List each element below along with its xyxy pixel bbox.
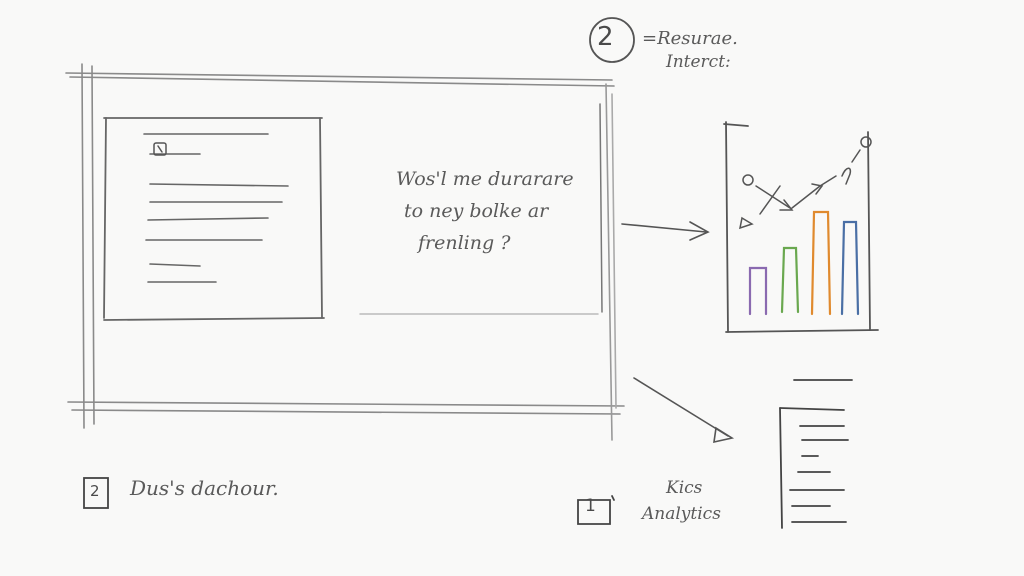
dashboard-label: Dus's dachour. xyxy=(130,476,279,500)
legend-top-line-1: =Resurae. xyxy=(642,28,738,49)
chart-frame xyxy=(723,121,879,333)
legend-top-line-2: Interct: xyxy=(666,52,731,72)
dashboard-frame xyxy=(65,63,625,441)
badge-kpi-number: 1 xyxy=(585,496,596,516)
arrow-to-kpi xyxy=(633,377,735,444)
question-line-2: to ney bolke ar xyxy=(404,200,549,222)
badge-top-number: 2 xyxy=(597,22,614,52)
badge-top-circle xyxy=(589,17,635,63)
kpi-label-line-1: Kics xyxy=(666,478,703,498)
badge-dashboard-number: 2 xyxy=(90,482,100,500)
chart-bar-1 xyxy=(748,266,768,316)
panel-text-lines xyxy=(143,133,289,283)
badge-kpi-box xyxy=(577,495,615,525)
arrow-to-chart xyxy=(621,221,710,241)
badge-dashboard-box xyxy=(83,477,109,509)
question-line-3: frenling ? xyxy=(418,232,511,254)
inner-left-panel xyxy=(103,117,325,321)
panel-icon xyxy=(153,142,167,156)
inner-right-panel xyxy=(359,103,603,315)
chart-bar-2 xyxy=(780,246,800,314)
question-line-1: Wos'l me durarare xyxy=(396,168,574,190)
chart-trend xyxy=(739,136,872,230)
chart-bar-3 xyxy=(810,210,832,316)
kpi-panel xyxy=(779,379,853,529)
chart-bar-4 xyxy=(840,220,860,316)
chart-bars xyxy=(748,210,860,316)
kpi-label-line-2: Analytics xyxy=(642,504,721,524)
